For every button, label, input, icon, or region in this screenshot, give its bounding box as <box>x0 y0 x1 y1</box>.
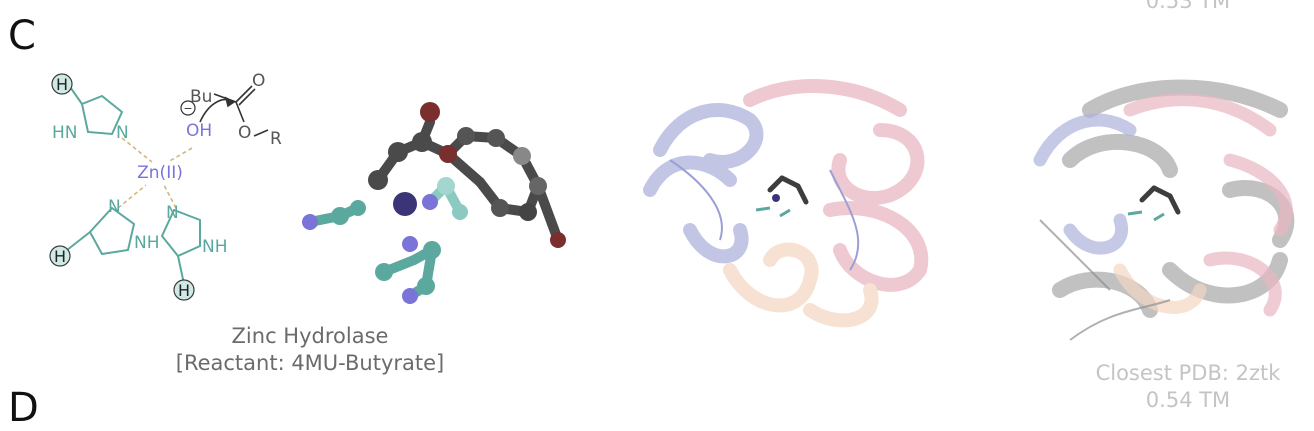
hydroxide-label: OH <box>186 121 212 141</box>
zinc-hydrolase-scheme: H H H HN N N NH N NH Zn(II) − OH Bu O O … <box>49 71 282 301</box>
tm-score: 0.54 TM <box>1145 388 1231 412</box>
imidazole-nh-label: NH <box>202 237 228 257</box>
design-caption: Zinc Hydrolase [Reactant: 4MU-Butyrate] <box>150 323 470 377</box>
carbonyl-oxygen-label: O <box>252 71 265 91</box>
zinc-metal-label: Zn(II) <box>137 163 183 183</box>
closest-pdb-caption: Closest PDB: 2ztk 0.54 TM <box>1068 360 1308 414</box>
butyl-label: Bu <box>190 87 212 107</box>
negative-charge-icon <box>180 100 196 116</box>
closest-pdb-id: Closest PDB: 2ztk <box>1095 361 1281 385</box>
panel-label-c: C <box>8 13 36 59</box>
hydrogen-marker <box>51 73 73 95</box>
imidazole-n-label: N <box>108 197 121 217</box>
active-site-ball-and-stick <box>302 102 566 304</box>
hydrogen-label: H <box>54 247 66 266</box>
svg-text:−: − <box>183 102 192 115</box>
hydrogen-label: H <box>178 281 190 300</box>
imidazole-nh-label: HN <box>52 123 78 143</box>
designed-protein-structure <box>643 79 929 328</box>
ester-oxygen-label: O <box>238 123 251 143</box>
hydrogen-label: H <box>56 75 68 94</box>
imidazole-bottom-right <box>160 208 201 285</box>
zinc-atom <box>393 192 417 216</box>
enzyme-name: Zinc Hydrolase <box>231 324 389 348</box>
reactant-label: [Reactant: 4MU-Butyrate] <box>175 351 445 375</box>
pdb-overlay-structure <box>1033 79 1295 341</box>
r-group-label: R <box>270 129 282 149</box>
imidazole-bottom-left <box>61 206 136 256</box>
imidazole-n-label: N <box>166 203 179 223</box>
hydrogen-marker <box>49 245 71 267</box>
previous-tm-score: 0.53 TM <box>1145 0 1231 13</box>
imidazole-n-label: N <box>116 123 129 143</box>
hydrogen-marker <box>173 279 195 301</box>
imidazole-nh-label: NH <box>134 233 160 253</box>
panel-label-d: D <box>8 385 39 431</box>
